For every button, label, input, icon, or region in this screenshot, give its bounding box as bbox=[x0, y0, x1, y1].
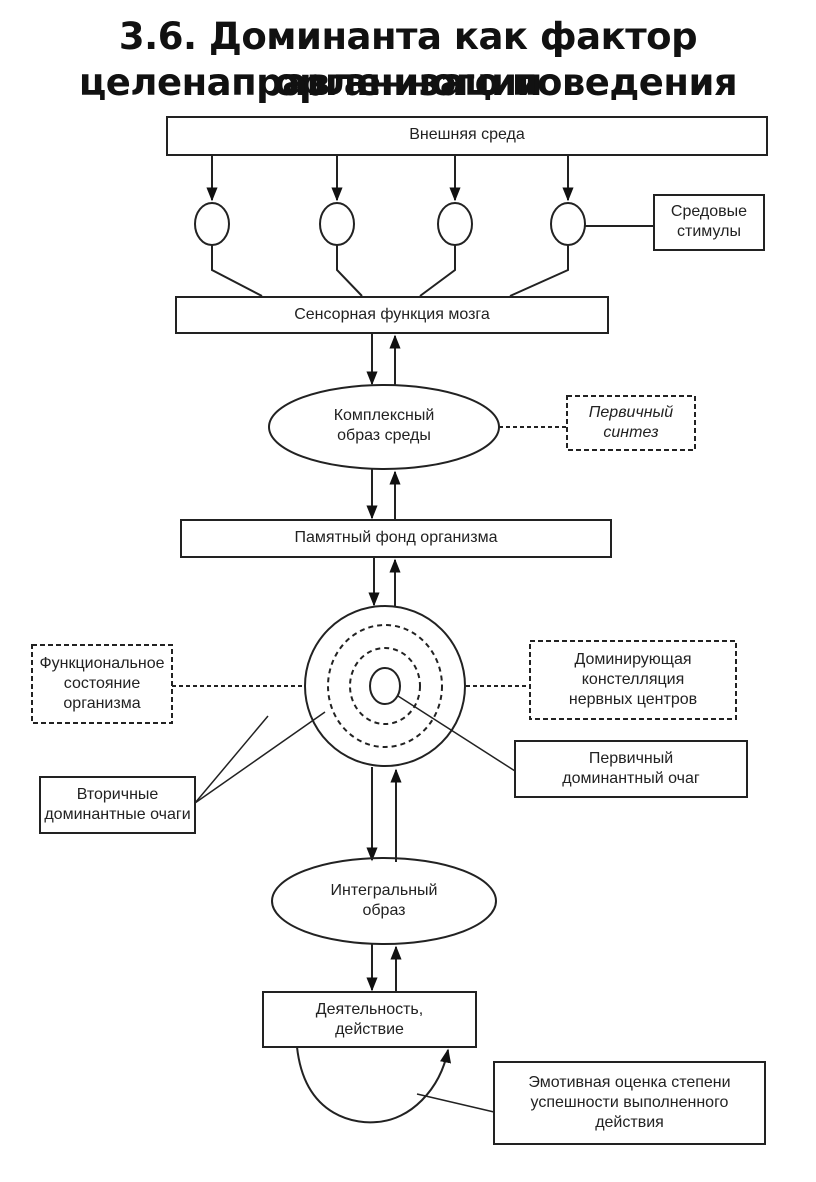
diagram-title-line1: 3.6. Доминанта как фактор организации bbox=[118, 15, 698, 104]
integral-image-label-2: образ bbox=[362, 902, 406, 919]
primary-synthesis-box bbox=[566, 395, 696, 451]
dominant-constellation-label-1: Доминирующая bbox=[574, 651, 692, 668]
env-stimuli-label-1: Средовые bbox=[670, 203, 748, 220]
memory-box bbox=[180, 519, 612, 558]
emotive-box bbox=[493, 1061, 766, 1145]
functional-state-label-1: Функциональное bbox=[39, 655, 165, 672]
sensory-box bbox=[175, 296, 609, 334]
stimulus-connector-2 bbox=[336, 245, 363, 297]
stimulus-connector-1 bbox=[211, 245, 263, 297]
activity-label-2: действие bbox=[335, 1021, 404, 1038]
secondary-foci-label-2: доминантные очаги bbox=[44, 806, 191, 823]
memory-label: Памятный фонд организма bbox=[294, 529, 498, 546]
functional-state-label-3: организма bbox=[63, 695, 141, 712]
activity-box bbox=[262, 991, 477, 1048]
dominant-outer-circle bbox=[304, 605, 466, 767]
diagram-title-line2: целенаправленного поведения bbox=[78, 61, 738, 104]
stimulus-node-2 bbox=[319, 202, 355, 246]
emotive-label-2: успешности выполненного bbox=[530, 1094, 729, 1111]
primary-focus-label-1: Первичный bbox=[588, 750, 674, 767]
stimulus-node-3 bbox=[437, 202, 473, 246]
activity-label-1: Деятельность, bbox=[315, 1001, 424, 1018]
functional-state-box bbox=[31, 644, 173, 724]
integral-image-ellipse bbox=[271, 857, 497, 945]
emotive-label-3: действия bbox=[595, 1114, 664, 1131]
emotive-pointer bbox=[416, 1093, 495, 1113]
emotive-label-1: Эмотивная оценка степени bbox=[528, 1074, 731, 1091]
env-stimuli-label-2: стимулы bbox=[677, 223, 741, 240]
primary-focus-core bbox=[369, 667, 401, 705]
secondary-focus-pointer-2 bbox=[194, 715, 269, 804]
dominant-ring-1 bbox=[349, 647, 421, 725]
env-stimuli-box bbox=[653, 194, 765, 251]
sensory-label: Сенсорная функция мозга bbox=[294, 306, 490, 323]
primary-synthesis-label-1: Первичный bbox=[588, 404, 674, 421]
stimulus-connector-3 bbox=[419, 245, 456, 297]
dominant-constellation-label-3: нервных центров bbox=[568, 691, 698, 708]
external-env-box bbox=[166, 116, 768, 156]
stimulus-connector-4 bbox=[509, 245, 569, 297]
stimulus-node-1 bbox=[194, 202, 230, 246]
secondary-foci-box bbox=[39, 776, 196, 834]
dominant-constellation-box bbox=[529, 640, 737, 720]
feedback-loop-arc bbox=[296, 1046, 452, 1124]
stimulus-node-4 bbox=[550, 202, 586, 246]
secondary-foci-label-1: Вторичные bbox=[76, 786, 159, 803]
complex-image-label-2: образ среды bbox=[337, 427, 431, 444]
external-env-label: Внешняя среда bbox=[409, 126, 525, 143]
primary-focus-box bbox=[514, 740, 748, 798]
dominant-ring-2 bbox=[327, 624, 443, 748]
secondary-focus-pointer-1 bbox=[194, 711, 326, 804]
primary-focus-label-2: доминантный очаг bbox=[562, 770, 700, 787]
dominant-constellation-label-2: констелляция bbox=[581, 671, 685, 688]
complex-image-label-1: Комплексный bbox=[333, 407, 435, 424]
integral-image-label-1: Интегральный bbox=[330, 882, 438, 899]
primary-focus-pointer bbox=[397, 695, 516, 772]
functional-state-label-2: состояние bbox=[63, 675, 141, 692]
primary-synthesis-label-2: синтез bbox=[603, 424, 659, 441]
